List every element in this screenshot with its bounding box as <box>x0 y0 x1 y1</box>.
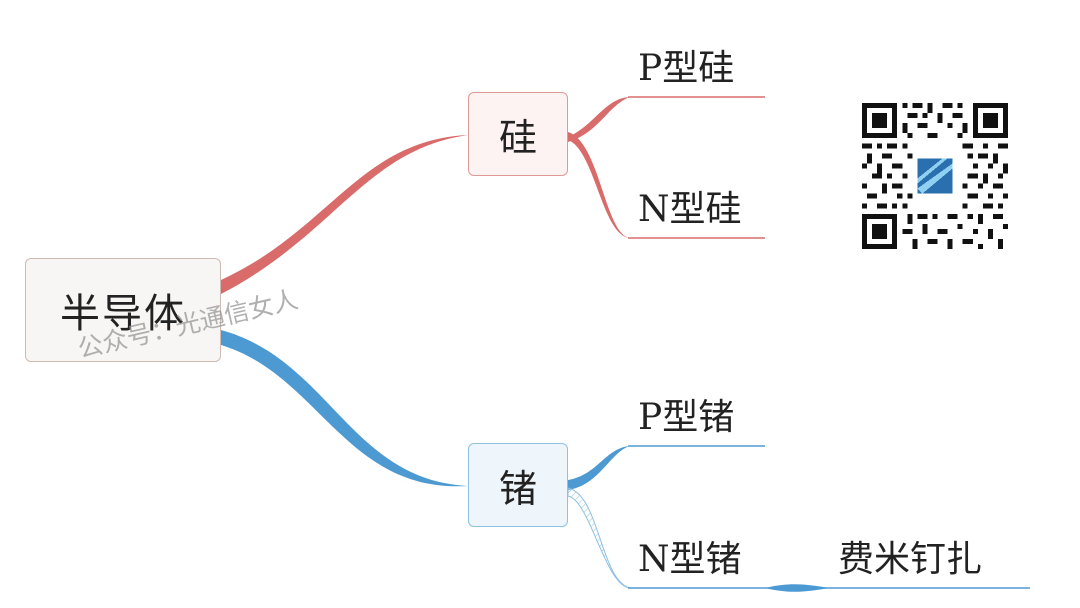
leaf-n-germanium[interactable]: N型锗 <box>638 539 742 580</box>
root-node[interactable]: 半导体 <box>25 258 221 362</box>
connector-root-ge <box>221 330 468 487</box>
connector-ge-p <box>568 446 630 490</box>
connector-si-p <box>568 97 630 142</box>
connector-root-si <box>221 135 468 294</box>
leaf-n-silicon[interactable]: N型硅 <box>638 189 742 230</box>
connector-ge-n <box>567 487 631 589</box>
leaf-p-germanium[interactable]: P型锗 <box>638 397 735 438</box>
branch-label-germanium: 锗 <box>498 466 537 511</box>
branch-node-silicon[interactable]: 硅 <box>468 92 568 176</box>
branch-label-silicon: 硅 <box>498 115 537 160</box>
leaf-p-silicon[interactable]: P型硅 <box>638 48 735 89</box>
root-label: 半导体 <box>60 291 186 337</box>
leaf-fermi-pinning[interactable]: 费米钉扎 <box>838 539 983 580</box>
branch-node-germanium[interactable]: 锗 <box>468 443 568 527</box>
connector-si-n <box>568 132 630 238</box>
qr-code-icon <box>862 103 1008 249</box>
